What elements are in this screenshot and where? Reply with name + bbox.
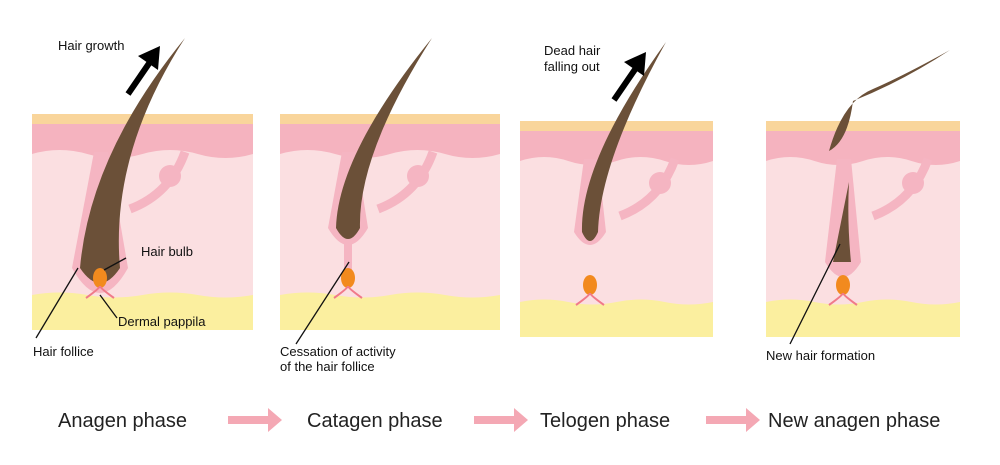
dermal-papilla-pointer [99, 294, 118, 319]
label-hair-growth: Hair growth [58, 38, 124, 53]
phase-anagen: Anagen phase [58, 410, 187, 432]
annotations [35, 243, 841, 345]
falling-out-arrow-icon [611, 52, 646, 102]
label-dead-hair-1: Dead hair [544, 43, 601, 58]
dermal-papilla [341, 268, 355, 288]
fat-layer [766, 299, 960, 337]
hair-bulb-pointer [103, 257, 127, 271]
label-dermal-papilla: Dermal pappila [118, 314, 206, 329]
skin-surface-layer [280, 114, 500, 124]
skin-surface-layer [766, 121, 960, 131]
skin-panel-2 [280, 38, 500, 330]
epidermis-layer [32, 124, 253, 158]
dermal-papilla [583, 275, 597, 295]
sebaceous-gland [407, 165, 429, 187]
hair-shaft [336, 38, 432, 239]
epidermis-layer [766, 131, 960, 165]
skin-panel-4 [766, 50, 960, 337]
phase-new-anagen: New anagen phase [768, 410, 940, 432]
label-hair-follicle: Hair follice [33, 344, 94, 359]
epidermis-layer [280, 124, 500, 158]
sebaceous-gland [902, 172, 924, 194]
arrow-right-icon [474, 408, 528, 432]
sebaceous-duct [376, 150, 438, 214]
sebaceous-duct [871, 157, 933, 221]
fat-layer [520, 299, 713, 337]
fat-layer [280, 292, 500, 330]
label-new-hair: New hair formation [766, 348, 875, 363]
new-hair-shaft [833, 182, 851, 262]
hair-shaft [80, 38, 185, 283]
sebaceous-duct [618, 157, 680, 221]
new-hair-pointer [789, 243, 841, 345]
phase-catagen: Catagen phase [307, 410, 443, 432]
hair-shaft [581, 42, 666, 241]
label-cessation-1: Cessation of activity [280, 344, 396, 359]
dermal-papilla [836, 275, 850, 295]
skin-panel-3 [520, 42, 713, 337]
sebaceous-gland [649, 172, 671, 194]
label-cessation-2: of the hair follice [280, 359, 375, 374]
sebaceous-gland [159, 165, 181, 187]
growth-arrow-icon [125, 46, 160, 96]
blood-vessel [828, 292, 858, 306]
blood-vessel [333, 285, 363, 299]
dermal-papilla [93, 268, 107, 288]
sebaceous-duct [128, 150, 190, 214]
arrow-right-icon [706, 408, 760, 432]
blood-vessel [575, 292, 605, 306]
label-hair-bulb: Hair bulb [141, 244, 193, 259]
fat-layer [32, 292, 253, 330]
arrow-right-icon [228, 408, 282, 432]
hair-follicle-pointer [35, 267, 79, 339]
epidermis-layer [520, 131, 713, 165]
skin-panel-1 [32, 38, 253, 330]
phase-telogen: Telogen phase [540, 410, 670, 432]
cessation-pointer [295, 261, 350, 345]
label-dead-hair-2: falling out [544, 59, 600, 74]
blood-vessel [85, 285, 115, 299]
